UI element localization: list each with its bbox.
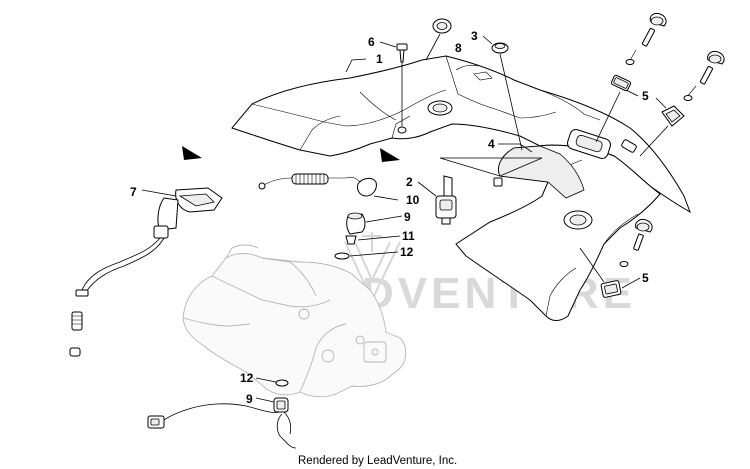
part-8-grommet: [432, 18, 452, 34]
part-5-fastener-upper-b: [661, 51, 725, 127]
callout-6: 6: [368, 35, 375, 49]
callout-5-upper: 5: [642, 89, 649, 103]
credit-text: Rendered by LeadVenture, Inc.: [298, 455, 457, 467]
callout-9-upper: 9: [404, 210, 411, 224]
callout-9-lower: 9: [246, 392, 253, 406]
callout-10: 10: [406, 193, 420, 207]
part-2-toggle-switch: [435, 175, 457, 225]
part-3-plug: [491, 42, 509, 54]
part-5-fastener-lower: [600, 219, 653, 298]
callout-8: 8: [455, 41, 462, 55]
callout-4: 4: [488, 137, 495, 151]
part-12-o-ring-upper: [334, 252, 350, 260]
callout-7: 7: [130, 185, 137, 199]
callout-12-lower: 12: [240, 371, 254, 385]
direction-arrow-left: [182, 146, 202, 160]
direction-arrow-right: [380, 148, 400, 162]
callout-2: 2: [406, 175, 413, 189]
callout-1: 1: [376, 52, 383, 66]
part-9-knob: [346, 212, 366, 235]
ghost-console: [182, 244, 407, 398]
tether-spring: [291, 173, 329, 185]
callout-3: 3: [471, 29, 478, 43]
part-1-dash-panel: [231, 55, 691, 214]
part-9-lower-switch-harness: [147, 379, 297, 449]
callout-12-upper: 12: [400, 245, 414, 259]
part-5-fastener-upper-a: [610, 13, 667, 92]
part-4-instrument-panel: [455, 129, 661, 321]
callout-5-lower: 5: [642, 271, 649, 285]
part-11-pin: [345, 235, 357, 245]
callout-11: 11: [402, 229, 415, 243]
part-10-tether: [258, 173, 377, 197]
part-6-screw: [396, 43, 408, 63]
part-7-key-switch: [69, 187, 223, 357]
